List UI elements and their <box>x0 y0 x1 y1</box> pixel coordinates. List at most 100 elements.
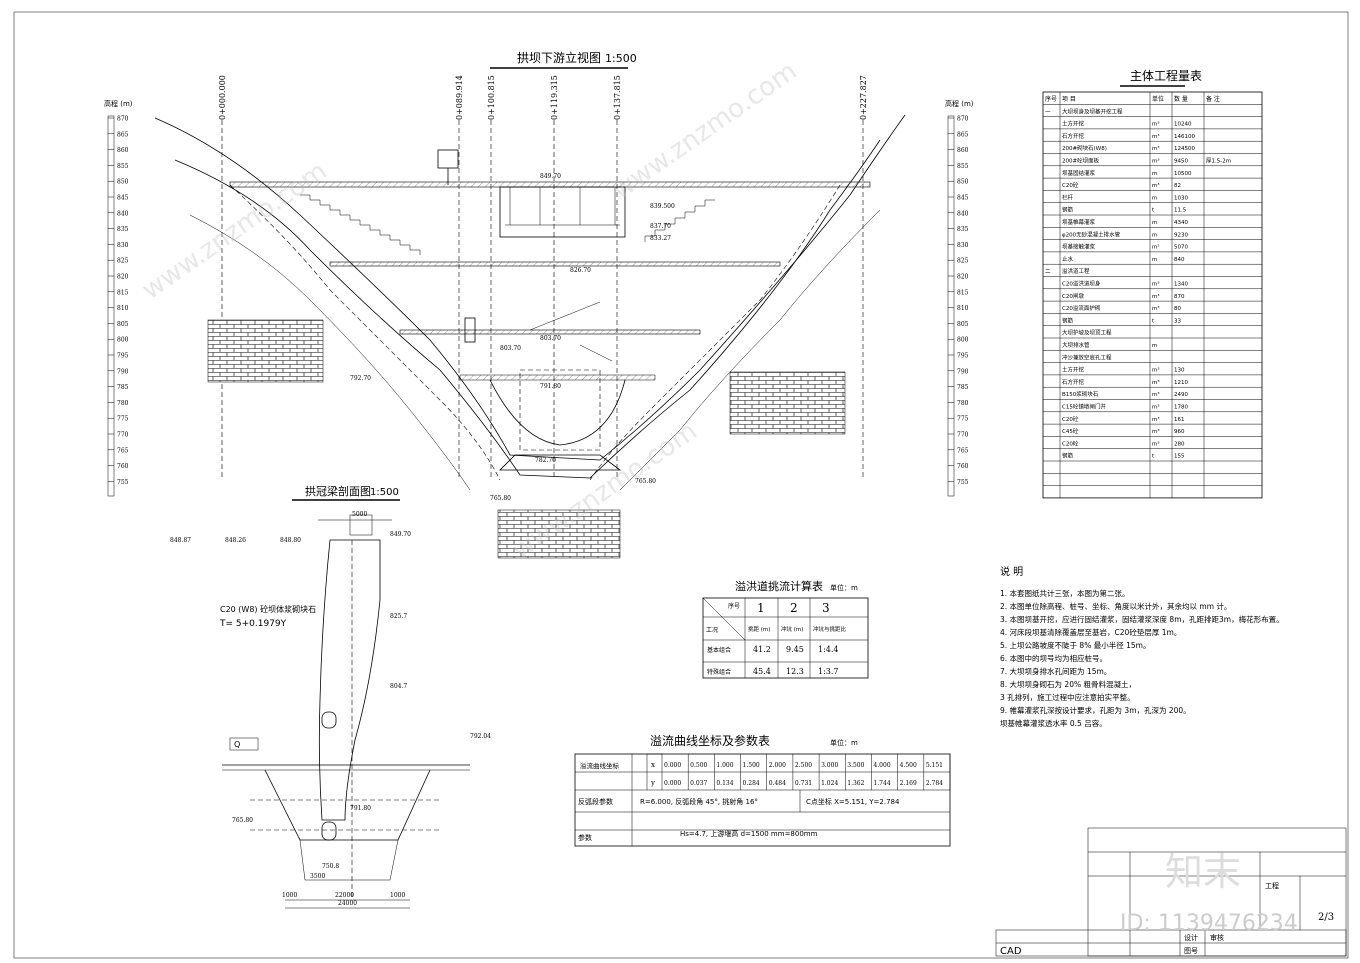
elevation-tick: 780 <box>957 400 969 407</box>
note-line: 8. 大坝坝身砌石为 20% 粗骨料混凝土， <box>1000 679 1136 689</box>
spillway-block <box>499 186 626 238</box>
quantity-header: 单位 <box>1152 95 1164 103</box>
quantity-cell: 9230 <box>1174 232 1188 238</box>
foundation-line <box>174 139 881 479</box>
elevation-tick: 860 <box>957 147 969 154</box>
sec-elev-9: 765.80 <box>232 817 253 824</box>
quantity-cell: m³ <box>1152 379 1160 386</box>
elevation-tick: 785 <box>957 384 969 391</box>
flood-value: 12.3 <box>786 667 804 676</box>
curve-x-value: 3.000 <box>821 762 838 769</box>
elevation-tick: 840 <box>957 210 969 217</box>
curve-y-value: 1.744 <box>873 780 890 787</box>
elevation-view: 拱坝下游立视图 1:500 高程 (m) 8708658608558508458… <box>104 50 974 559</box>
quantity-header: 项 目 <box>1062 96 1076 103</box>
quantity-cell: m³ <box>1152 416 1160 423</box>
quantity-cell: 坝基帷幕灌浆 <box>1062 218 1096 226</box>
curve-x-value: 0.000 <box>664 762 681 769</box>
curve-x-value: 4.500 <box>900 762 917 769</box>
quantity-cell: 1030 <box>1174 195 1188 201</box>
flood-value: 41.2 <box>753 645 771 654</box>
elevation-tick: 785 <box>117 384 129 391</box>
flood-value: 45.4 <box>753 667 771 676</box>
elevation-tick: 800 <box>957 337 969 344</box>
sec-elev-5: 825.7 <box>390 613 407 620</box>
curve-param-label: 反弧段参数 <box>578 797 613 806</box>
quantity-cell: 1340 <box>1174 282 1188 288</box>
drawing-frame <box>13 11 1349 959</box>
quantity-cell: 大坝坝身及坝基开挖工程 <box>1062 107 1123 115</box>
station-label: 0+089.914 <box>455 75 464 120</box>
quantity-cell: 坝基接触灌浆 <box>1062 243 1096 251</box>
valve-tower <box>464 317 476 343</box>
curve-param2-label: 参数 <box>578 833 592 842</box>
note-line: 5. 上坝公路坡度不陡于 8% 最小半径 15m。 <box>1000 640 1150 650</box>
quantity-cell: C15砼镇墩闸门井 <box>1062 403 1106 411</box>
elev-pool2: 791.80 <box>540 383 561 390</box>
note-line: 6. 本图中的坝号均为相应桩号。 <box>1000 653 1107 663</box>
quantity-cell: 溢洪道工程 <box>1062 267 1090 275</box>
sec-elev-1: 848.87 <box>170 537 191 544</box>
flood-row-label: 特殊组合 <box>707 668 731 676</box>
elevation-tick: 760 <box>957 463 969 470</box>
elevation-tick: 825 <box>957 258 969 265</box>
brand-watermark: 知末 <box>1165 850 1241 894</box>
flood-row-label: 基本组合 <box>707 646 731 654</box>
flood-col: 1 <box>757 601 765 615</box>
sec-elev-8: 792.04 <box>470 733 491 740</box>
quantity-cell: C20砼 <box>1062 181 1079 189</box>
elevation-tick: 790 <box>117 368 129 375</box>
quantity-cell: 80 <box>1174 306 1181 312</box>
notes-title: 说 明 <box>1000 565 1023 578</box>
note-line: 7. 大坝坝身排水孔间距为 15m。 <box>1000 666 1111 676</box>
quantity-cell: m³ <box>1152 182 1160 189</box>
elevation-tick: 820 <box>957 274 969 281</box>
rock-hatch-right <box>729 371 846 435</box>
quantity-cell: B150浆砌块石 <box>1062 390 1099 398</box>
note-line: 9. 帷幕灌浆孔深按设计要求，孔距为 3m，孔深为 200。 <box>1000 705 1191 715</box>
quantity-cell: 1210 <box>1174 380 1188 386</box>
quantity-cell: m³ <box>1152 367 1160 374</box>
elevation-tick: 850 <box>117 179 129 186</box>
curve-y-value: 0.484 <box>769 780 786 787</box>
curve-y-value: 0.037 <box>690 780 707 787</box>
station-label: 0+000.000 <box>218 75 227 120</box>
elev-base2: 765.80 <box>490 495 511 502</box>
section-title: 拱冠梁剖面图 <box>305 484 371 498</box>
quantity-cell: m³ <box>1152 391 1160 398</box>
axis-label-left: 高程 (m) <box>104 99 133 108</box>
curve-x-value: 0.500 <box>690 762 707 769</box>
curve-param-a: R=6.000, 反弧段角 45°, 挑射角 16° <box>640 797 758 806</box>
flood-sub: 挑距 (m) <box>748 625 770 633</box>
sec-elev-7: 791.80 <box>350 805 371 812</box>
dim-right: 1000 <box>390 892 405 899</box>
elevation-title: 拱坝下游立视图 <box>517 50 601 65</box>
section-scale: 1:500 <box>370 487 399 498</box>
curve-y-value: 0.134 <box>716 780 733 787</box>
note-line: 2. 本图单位除高程、桩号、坐标、角度以米计外，其余均以 mm 计。 <box>1000 601 1231 611</box>
quantity-cell: C20闸墩 <box>1062 292 1084 300</box>
quantity-cell: 5070 <box>1174 245 1188 251</box>
t-formula: T= 5+0.1979Y <box>219 619 287 629</box>
quantity-cell: m³ <box>1152 404 1160 411</box>
crest-detail <box>349 514 373 536</box>
elev-mid: 826.70 <box>570 267 591 274</box>
quantity-cell: m <box>1152 220 1157 226</box>
quantity-cell: 82 <box>1174 183 1181 189</box>
elevation-tick: 870 <box>117 116 129 123</box>
elevation-tick: 855 <box>957 163 969 170</box>
elevation-tick: 780 <box>117 400 129 407</box>
dim-left: 1000 <box>282 892 297 899</box>
dim-base: 3500 <box>310 873 325 880</box>
elevation-tick: 795 <box>117 353 129 360</box>
elevation-tick: 765 <box>117 447 129 454</box>
plunge-pool <box>489 379 626 446</box>
quantity-cell: 钢筋 <box>1062 452 1074 460</box>
left-steps <box>300 194 421 255</box>
quantity-cell: 坝基固结灌浆 <box>1062 169 1096 177</box>
elevation-tick: 865 <box>117 131 129 138</box>
elevation-tick: 835 <box>957 226 969 233</box>
quantity-cell: m² <box>1152 244 1160 251</box>
quantity-cell: 9450 <box>1174 159 1188 165</box>
quantity-cell: m <box>1152 257 1157 263</box>
